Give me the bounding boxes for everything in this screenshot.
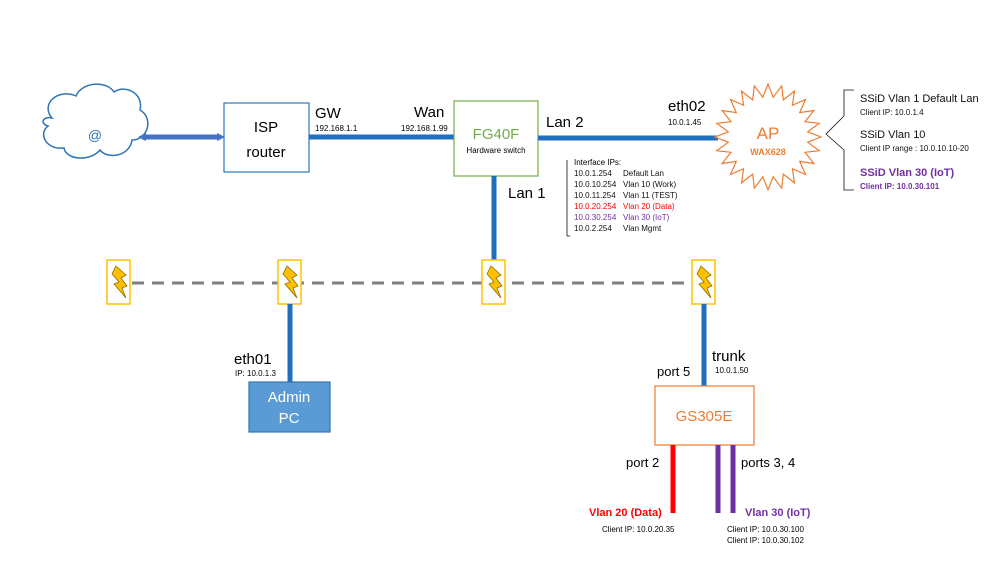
eth02-label: eth02 — [668, 98, 706, 115]
admin-pc: Admin PC — [248, 381, 331, 433]
fg40f-firewall: FG40F Hardware switch — [453, 100, 539, 177]
lightning-bolt-icon — [481, 259, 506, 305]
interface-ip: 10.0.2.254 — [574, 224, 612, 233]
lan2-label: Lan 2 — [546, 114, 584, 131]
interface-name: Vlan 30 (IoT) — [623, 213, 670, 222]
gs305e-switch: GS305E — [654, 385, 755, 446]
vlan30-client-title: Vlan 30 (IoT) — [745, 507, 811, 519]
interface-name: Default Lan — [623, 169, 664, 178]
vlan30-client-ip2: Client IP: 10.0.30.102 — [727, 536, 804, 545]
fg40f-name: FG40F — [473, 126, 520, 143]
interface-name: Vlan 20 (Data) — [623, 202, 675, 211]
gw-label: GW — [315, 105, 342, 122]
port5-label: port 5 — [657, 364, 690, 379]
vlan20-client-ip: Client IP: 10.0.20.35 — [602, 525, 675, 534]
admin-pc-line1: Admin — [268, 389, 311, 406]
cloud-label: @ — [88, 127, 102, 143]
ap-model: WAX628 — [750, 147, 786, 157]
ap-starburst-icon — [713, 82, 823, 192]
isp-router-label-line1: ISP — [254, 119, 278, 136]
fg40f-subtitle: Hardware switch — [466, 146, 525, 155]
eth01-ip: IP: 10.0.1.3 — [235, 369, 276, 378]
port2-label: port 2 — [626, 455, 659, 470]
isp-router-label-line2: router — [246, 144, 285, 161]
ssid-title: SSiD Vlan 10 — [860, 129, 925, 141]
interface-name: Vlan 10 (Work) — [623, 180, 677, 189]
lightning-bolt-icon — [106, 259, 131, 305]
wan-label: Wan — [414, 104, 444, 121]
ssid-client-ip: Client IP: 10.0.1.4 — [860, 108, 924, 117]
trunk-label: trunk — [712, 348, 746, 365]
ssid-title: SSiD Vlan 30 (IoT) — [860, 167, 954, 179]
eth02-ip: 10.0.1.45 — [668, 118, 702, 127]
interface-ip: 10.0.20.254 — [574, 202, 617, 211]
gs305e-name: GS305E — [676, 408, 733, 425]
wan-ip: 192.168.1.99 — [401, 124, 448, 133]
interface-ip: 10.0.10.254 — [574, 180, 617, 189]
lightning-bolt-icon — [277, 259, 302, 305]
trunk-ip: 10.0.1.50 — [715, 366, 749, 375]
isp-router: ISP router — [223, 102, 310, 173]
interface-name: Vlan 11 (TEST) — [623, 191, 678, 200]
eth01-label: eth01 — [234, 351, 272, 368]
interface-ips-list: Interface IPs: 10.0.1.254 Default Lan 10.0… — [566, 158, 678, 237]
lightning-bolt-icon — [691, 259, 716, 305]
ssid-client-ip: Client IP: 10.0.30.101 — [860, 182, 940, 191]
interface-ips-title: Interface IPs: — [574, 158, 621, 167]
internet-cloud: @ — [42, 83, 149, 159]
ssid-title: SSiD Vlan 1 Default Lan — [860, 93, 979, 105]
interface-ip: 10.0.30.254 — [574, 213, 617, 222]
interface-name: Vlan Mgmt — [623, 224, 662, 233]
ap-name: AP — [757, 124, 780, 143]
vlan30-client-ip1: Client IP: 10.0.30.100 — [727, 525, 804, 534]
cloud-icon — [42, 83, 149, 159]
ssid-client-ip: Client IP range : 10.0.10.10-20 — [860, 144, 969, 153]
gw-ip: 192.168.1.1 — [315, 124, 358, 133]
interface-ip: 10.0.1.254 — [574, 169, 612, 178]
interface-ip: 10.0.11.254 — [574, 191, 616, 200]
lan1-label: Lan 1 — [508, 185, 546, 202]
access-point: AP WAX628 — [713, 82, 823, 192]
vlan20-client-title: Vlan 20 (Data) — [589, 507, 662, 519]
admin-pc-line2: PC — [279, 410, 300, 427]
ports34-label: ports 3, 4 — [741, 455, 795, 470]
